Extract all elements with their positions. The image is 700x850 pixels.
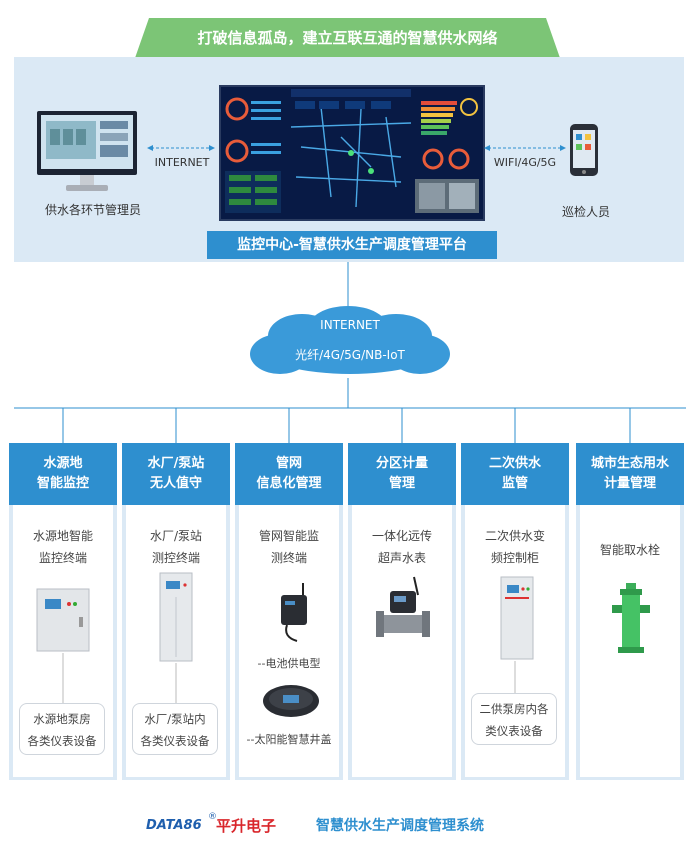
rtu-cabinet-icon bbox=[159, 572, 193, 662]
column-title-line2: 信息化管理 bbox=[256, 476, 322, 491]
ultrasonic-meter-icon bbox=[376, 576, 430, 637]
column-title-line2: 管理 bbox=[388, 476, 415, 491]
device-connector bbox=[514, 661, 516, 693]
left-link-arrow bbox=[147, 145, 215, 151]
device-description: 一体化远传超声水表 bbox=[371, 529, 432, 565]
field-instruments-box: 二供泵房内各类仪表设备 bbox=[471, 693, 557, 745]
column-water-plant: 水厂/泵站无人值守 水厂/泵站测控终端 水厂/泵站内各类仪表设备 bbox=[122, 443, 230, 780]
pipe-monitor-terminal-icon bbox=[281, 583, 307, 642]
battery-note: --电池供电型 bbox=[257, 657, 321, 670]
cloud-icon bbox=[250, 306, 450, 374]
right-link-label: WIFI/4G/5G bbox=[493, 156, 557, 169]
control-cabinet-icon bbox=[36, 588, 90, 652]
smart-hydrant-icon bbox=[612, 583, 650, 653]
column-title-line2: 智能监控 bbox=[36, 476, 89, 491]
monitoring-center-panel: 供水各环节管理员 INTERNET bbox=[14, 57, 684, 262]
admin-label: 供水各环节管理员 bbox=[44, 203, 141, 217]
column-title-line1: 水源地 bbox=[43, 456, 83, 471]
footer-brand: DATA86 ® 平升电子 智慧供水生产调度管理系统 bbox=[0, 808, 700, 838]
column-body: 一体化远传超声水表 bbox=[352, 505, 452, 777]
column-header: 水厂/泵站无人值守 bbox=[122, 443, 230, 505]
right-link-arrow bbox=[484, 145, 566, 151]
column-title-line1: 城市生态用水 bbox=[590, 456, 669, 471]
column-body: 管网智能监测终端 --电池供电型 --太阳能智慧井盖 bbox=[239, 505, 339, 777]
left-link-label: INTERNET bbox=[154, 156, 210, 169]
column-drop-lines bbox=[62, 408, 631, 443]
device-description: 管网智能监测终端 bbox=[258, 529, 319, 565]
column-title-line1: 分区计量 bbox=[375, 456, 428, 471]
column-header: 分区计量管理 bbox=[348, 443, 456, 505]
computer-monitor-icon bbox=[37, 111, 137, 191]
device-connector bbox=[175, 663, 177, 703]
dispatch-screen bbox=[219, 85, 485, 221]
device-description: 二次供水变频控制柜 bbox=[484, 529, 545, 565]
brand-logo-text: DATA86 bbox=[146, 818, 202, 833]
smart-manhole-cover-icon bbox=[263, 685, 319, 717]
device-connector bbox=[62, 653, 64, 703]
monitoring-center-caption: 监控中心-智慧供水生产调度管理平台 bbox=[207, 231, 497, 259]
column-body: 水厂/泵站测控终端 水厂/泵站内各类仪表设备 bbox=[126, 505, 226, 777]
column-title-line1: 二次供水 bbox=[488, 456, 541, 471]
banner-title: 打破信息孤岛，建立互联互通的智慧供水网络 bbox=[197, 29, 498, 47]
solar-cover-note: --太阳能智慧井盖 bbox=[246, 733, 332, 746]
device-description: 智能取水栓 bbox=[599, 543, 660, 557]
column-water-source: 水源地智能监控 水源地智能监控终端 水源地泵房各类仪表设备 bbox=[9, 443, 117, 780]
column-title-line2: 计量管理 bbox=[603, 476, 656, 491]
column-title-line1: 管网 bbox=[275, 456, 302, 471]
column-body: 水源地智能监控终端 水源地泵房各类仪表设备 bbox=[13, 505, 113, 777]
dashboard-graphic bbox=[221, 87, 483, 219]
column-header: 管网信息化管理 bbox=[235, 443, 343, 505]
device-description: 水厂/泵站测控终端 bbox=[149, 529, 203, 565]
system-title: 智慧供水生产调度管理系统 bbox=[316, 818, 484, 834]
cloud-line2: 光纤/4G/5G/NB-IoT bbox=[295, 348, 405, 362]
network-lines bbox=[14, 262, 686, 409]
column-header: 水源地智能监控 bbox=[9, 443, 117, 505]
registered-mark: ® bbox=[208, 812, 217, 822]
vfd-cabinet-icon bbox=[500, 576, 534, 660]
header-banner: 打破信息孤岛，建立互联互通的智慧供水网络 bbox=[135, 18, 560, 58]
column-body: 二次供水变频控制柜 二供泵房内各类仪表设备 bbox=[465, 505, 565, 777]
column-eco-water: 城市生态用水计量管理 智能取水栓 bbox=[576, 443, 684, 780]
column-header: 二次供水监管 bbox=[461, 443, 569, 505]
brand-logo-cn: 平升电子 bbox=[216, 817, 277, 835]
field-instruments-box: 水源地泵房各类仪表设备 bbox=[19, 703, 105, 755]
inspector-label: 巡检人员 bbox=[561, 205, 610, 219]
device-description: 水源地智能监控终端 bbox=[32, 529, 93, 565]
column-pipe-network: 管网信息化管理 管网智能监测终端 --电池供电型 --太阳能智慧井盖 bbox=[235, 443, 343, 780]
column-header: 城市生态用水计量管理 bbox=[576, 443, 684, 505]
column-title-line2: 无人值守 bbox=[149, 476, 202, 491]
column-title-line1: 水厂/泵站 bbox=[147, 456, 205, 471]
column-district-metering: 分区计量管理 一体化远传超声水表 bbox=[348, 443, 456, 780]
column-body: 智能取水栓 bbox=[580, 505, 680, 777]
cloud-line1: INTERNET bbox=[320, 318, 380, 332]
column-secondary-supply: 二次供水监管 二次供水变频控制柜 二供泵房内各类仪表设备 bbox=[461, 443, 569, 780]
smartphone-icon bbox=[570, 124, 598, 176]
internet-cloud: INTERNET 光纤/4G/5G/NB-IoT bbox=[240, 306, 460, 380]
banner-shape bbox=[135, 18, 560, 58]
field-instruments-box: 水厂/泵站内各类仪表设备 bbox=[132, 703, 218, 755]
column-title-line2: 监管 bbox=[501, 476, 528, 491]
